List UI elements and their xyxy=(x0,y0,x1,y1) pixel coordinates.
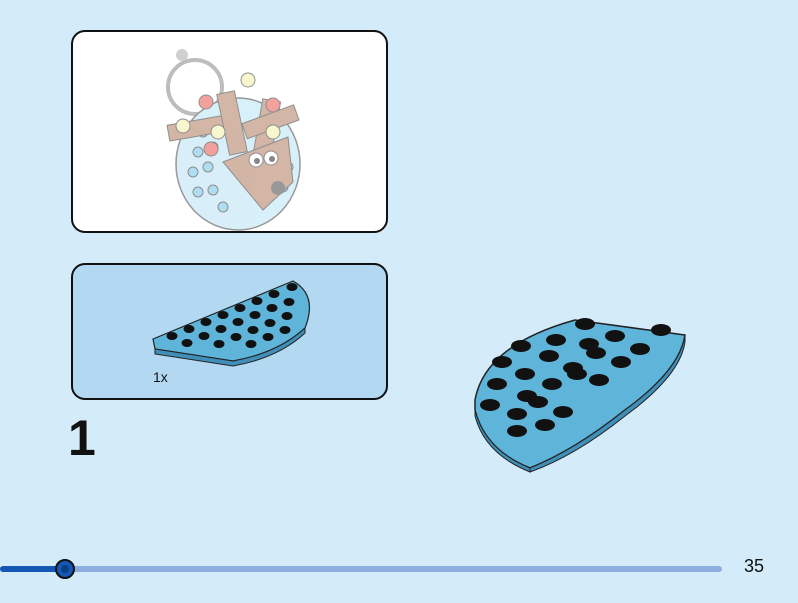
page-number: 35 xyxy=(744,556,765,576)
step-number: 1 xyxy=(68,410,96,466)
reindeer-keychain-image xyxy=(166,49,301,231)
progress-track xyxy=(0,566,722,572)
half-round-plate-part-image xyxy=(152,280,311,367)
parts-list-panel: 1x xyxy=(71,263,388,400)
progress-knob-center xyxy=(60,565,69,573)
progress-fill xyxy=(0,566,65,572)
part-quantity-label: 1x xyxy=(153,369,168,385)
assembly-plate-image xyxy=(474,318,686,473)
progress-bar xyxy=(0,559,722,579)
model-preview-panel xyxy=(71,30,388,233)
